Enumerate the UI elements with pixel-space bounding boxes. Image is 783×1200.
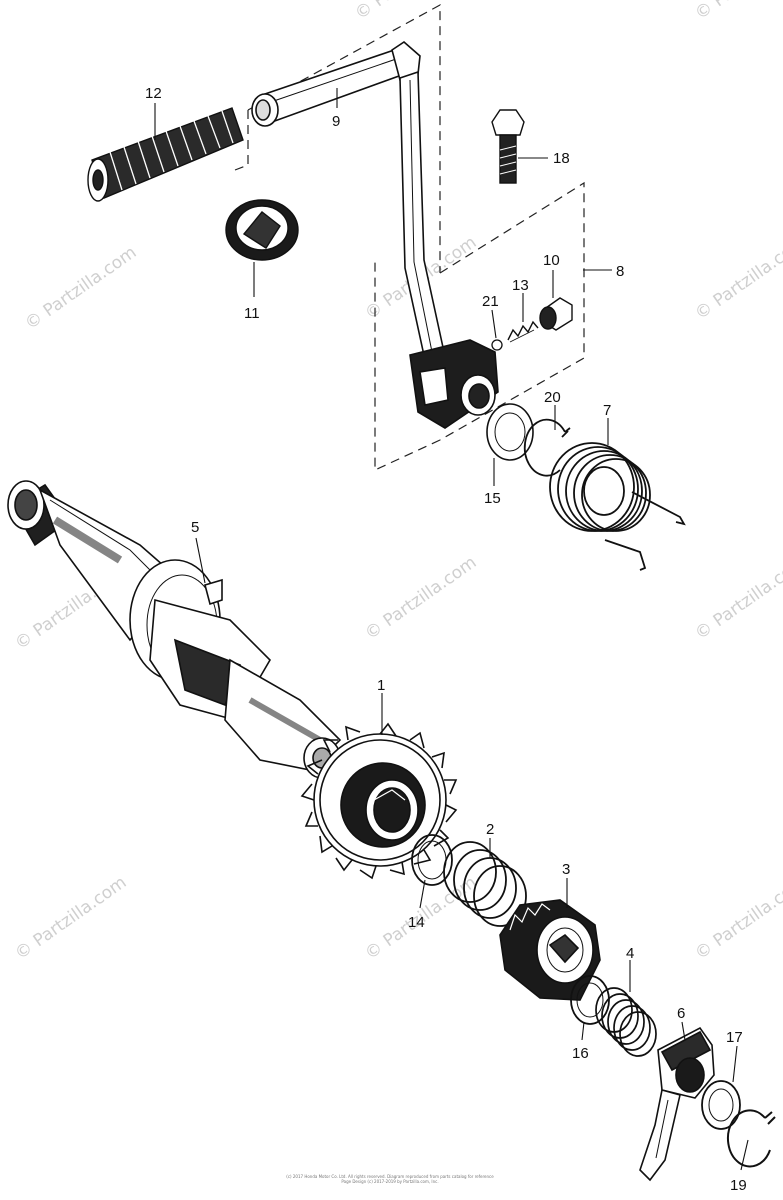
part-11-kick-arm-cap[interactable]	[225, 199, 299, 261]
part-9-kick-starter-arm[interactable]	[251, 40, 499, 429]
part-3-starter-ratchet[interactable]	[499, 899, 601, 1001]
watermark: © Partzilla.com	[11, 872, 130, 964]
callout-20: 20	[544, 389, 561, 406]
callout-2: 2	[486, 821, 494, 838]
part-20-circlip[interactable]	[523, 418, 571, 477]
part-12-kick-rubber[interactable]	[87, 107, 244, 202]
callout-5: 5	[191, 519, 199, 536]
callout-19: 19	[730, 1177, 747, 1194]
part-5-kick-starter-spindle[interactable]	[7, 480, 342, 779]
callout-1: 1	[377, 677, 385, 694]
callout-18: 18	[553, 150, 570, 167]
callout-8: 8	[616, 263, 624, 280]
part-19-circlip[interactable]	[726, 1109, 776, 1168]
callout-21: 21	[482, 293, 499, 310]
copyright-footer: (c) 2017 Honda Motor Co. Ltd. All rights…	[200, 1174, 580, 1184]
callout-labels: 1 2 3 4 5 6 7 8 9 10 11 12 13 14 15 16 1…	[145, 85, 747, 1194]
callout-11: 11	[244, 305, 260, 322]
part-7-kick-return-spring[interactable]	[549, 442, 686, 571]
part-17-washer[interactable]	[701, 1080, 741, 1130]
callout-14: 14	[408, 914, 425, 931]
footer-line-1: (c) 2017 Honda Motor Co. Ltd. All rights…	[286, 1174, 494, 1179]
callout-17: 17	[726, 1029, 743, 1046]
part-1-kick-starter-gear[interactable]	[300, 722, 458, 880]
part-13-spring[interactable]	[507, 320, 539, 343]
leader-lines	[154, 88, 749, 1171]
callout-15: 15	[484, 490, 501, 507]
watermark: © Partzilla.com	[691, 0, 783, 24]
footer-line-2: Page Design (c) 2017-2019 by Partzilla.c…	[341, 1179, 439, 1184]
callout-10: 10	[543, 252, 560, 269]
watermark: © Partzilla.com	[21, 242, 140, 334]
callout-12: 12	[145, 85, 162, 102]
part-10-pawl-bolt[interactable]	[539, 297, 573, 331]
callout-13: 13	[512, 277, 529, 294]
watermark: © Partzilla.com	[691, 232, 783, 324]
callout-7: 7	[603, 402, 611, 419]
part-21-ball[interactable]	[491, 339, 503, 351]
part-15-washer[interactable]	[486, 403, 534, 461]
part-18-bolt[interactable]	[491, 109, 525, 184]
watermark: © Partzilla.com	[361, 552, 480, 644]
part-2-ratchet-spring[interactable]	[443, 841, 527, 927]
callout-3: 3	[562, 861, 570, 878]
part-4-spring[interactable]	[595, 987, 657, 1057]
callout-6: 6	[677, 1005, 685, 1022]
watermark: © Partzilla.com	[691, 552, 783, 644]
watermark: © Partzilla.com	[691, 872, 783, 964]
callout-16: 16	[572, 1045, 589, 1062]
callout-4: 4	[626, 945, 634, 962]
part-16-washer[interactable]	[570, 975, 610, 1025]
part-6-ratchet-guide[interactable]	[639, 1026, 715, 1182]
callout-9: 9	[332, 113, 340, 130]
